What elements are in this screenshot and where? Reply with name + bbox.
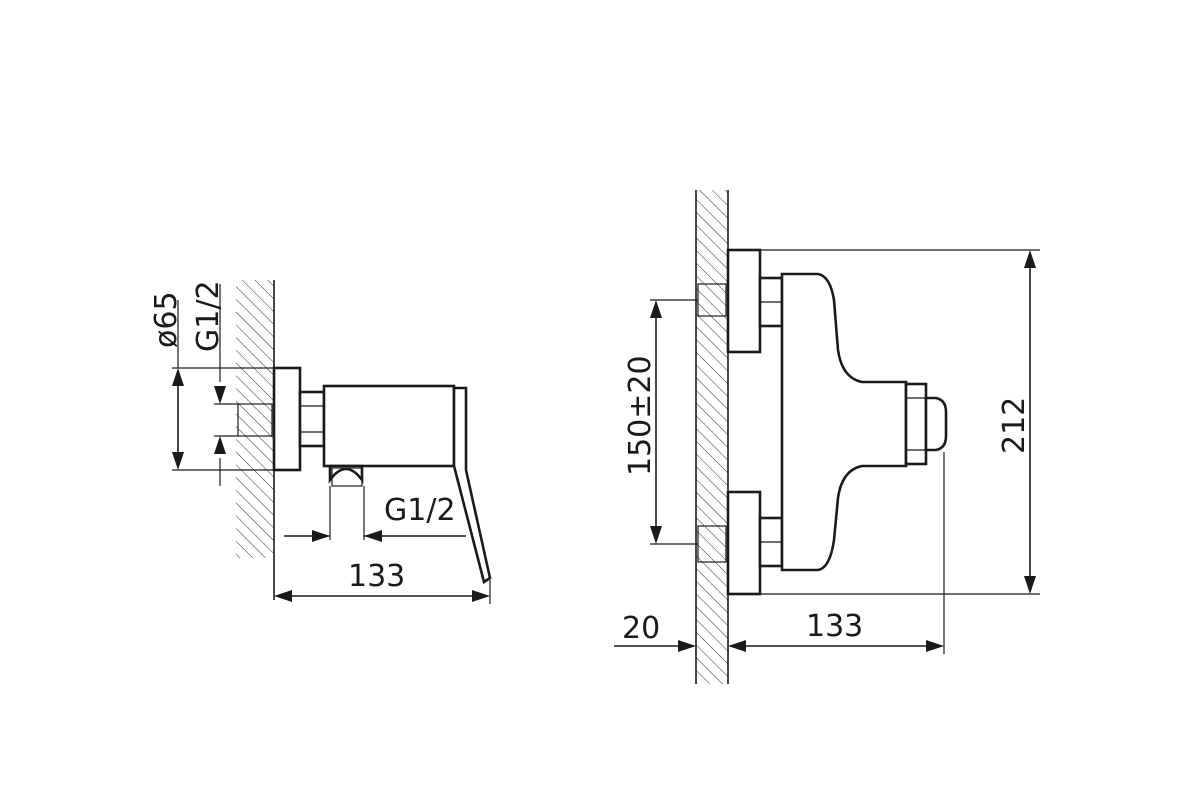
front-view: 150±20 212 20 133: [614, 190, 1040, 684]
arrow-head: [472, 590, 490, 602]
side-pipe-thread: [237, 403, 273, 437]
side-wall-hatch: [236, 280, 274, 558]
arrow-head: [364, 530, 382, 542]
side-escutcheon: [272, 366, 302, 472]
arrow-head: [312, 530, 330, 542]
thread-label-outlet: G1/2: [384, 493, 456, 528]
spacing-label: 150±20: [623, 355, 658, 476]
diameter-label: ø65: [149, 291, 184, 348]
front-wall-hatch: [696, 190, 728, 684]
arrow-head: [678, 640, 696, 652]
front-cap: [924, 396, 948, 452]
front-cartridge-ring: [904, 382, 928, 466]
side-outlet-thread: [331, 467, 363, 487]
front-bottom-escutcheon: [726, 490, 762, 596]
front-depth-label: 133: [806, 609, 863, 644]
side-view: ø65 G1/2 G1/2 133: [149, 280, 492, 604]
front-valve-body: [780, 272, 908, 572]
side-valve-body: [322, 384, 456, 468]
side-nut: [298, 390, 326, 448]
arrow-head: [274, 590, 292, 602]
arrow-head: [1024, 250, 1036, 268]
arrow-head: [214, 386, 226, 404]
arrow-head: [1024, 576, 1036, 594]
arrow-head: [650, 300, 662, 318]
arrow-head: [214, 436, 226, 454]
side-depth-label: 133: [348, 559, 405, 594]
arrow-head: [172, 452, 184, 470]
arrow-head: [172, 368, 184, 386]
arrow-head: [650, 526, 662, 544]
front-top-escutcheon: [726, 248, 762, 354]
arrow-head: [926, 640, 944, 652]
height-label: 212: [997, 397, 1032, 454]
thread-label-top: G1/2: [191, 280, 226, 352]
wall-offset-label: 20: [622, 611, 660, 646]
arrow-head: [728, 640, 746, 652]
side-lever-handle: [452, 386, 492, 585]
